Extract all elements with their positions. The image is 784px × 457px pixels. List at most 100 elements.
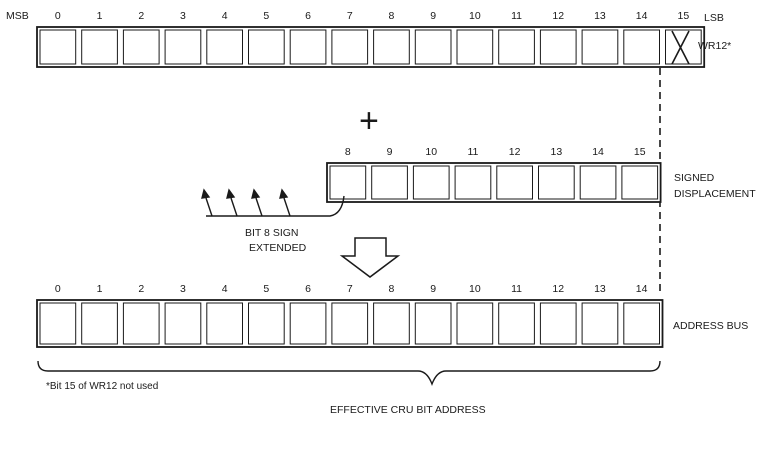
address-bus-cell xyxy=(331,302,369,345)
address-bus-cell xyxy=(414,302,452,345)
address-bus-bit-number: 11 xyxy=(511,283,522,295)
wr12-bit-number: 15 xyxy=(678,10,690,22)
address-bus-bit-number: 14 xyxy=(636,283,648,295)
msb-label: MSB xyxy=(6,10,29,22)
wr12-bit-number: 10 xyxy=(469,10,481,22)
wr12-cell xyxy=(498,29,535,65)
sign-extended-label-1: BIT 8 SIGN xyxy=(245,227,299,239)
wr12-bit-number: 11 xyxy=(511,10,522,22)
wr12-cell xyxy=(248,29,285,65)
wr12-bit-number: 9 xyxy=(430,10,436,22)
wr12-register xyxy=(36,26,706,68)
displacement-outline xyxy=(326,162,662,203)
address-bus-bit-number: 5 xyxy=(263,283,269,295)
signed-displacement-label-2: DISPLACEMENT xyxy=(674,188,756,200)
address-bus-bit-number: 0 xyxy=(55,283,61,295)
wr12-cell xyxy=(539,29,577,65)
address-bus-cell xyxy=(539,302,577,345)
displacement-bit-numbers: 8 9 10 11 12 13 14 15 xyxy=(345,146,646,158)
address-bus-bit-number: 10 xyxy=(469,283,481,295)
displacement-cell xyxy=(371,165,408,200)
signed-displacement-label-1: SIGNED xyxy=(674,172,715,184)
address-bus-cell xyxy=(81,302,118,345)
wr12-cell xyxy=(289,29,327,65)
address-bus-bit-number: 4 xyxy=(222,283,228,295)
footnote: *Bit 15 of WR12 not used xyxy=(46,381,158,392)
wr12-outline xyxy=(36,26,706,68)
displacement-bit-number: 15 xyxy=(634,146,646,158)
address-bus-cell xyxy=(623,302,660,345)
address-bus-cell xyxy=(206,302,244,345)
address-bus-outline xyxy=(36,299,664,348)
wr12-bit-number: 2 xyxy=(138,10,144,22)
wr12-bit-number: 3 xyxy=(180,10,186,22)
effective-address-bracket xyxy=(37,360,661,386)
displacement-cell xyxy=(621,165,659,200)
wr12-cell xyxy=(581,29,619,65)
displacement-bit-number: 10 xyxy=(425,146,437,158)
down-arrow-icon xyxy=(339,237,401,278)
signed-displacement-register xyxy=(326,162,662,203)
displacement-bit-number: 12 xyxy=(509,146,521,158)
address-bus-cell xyxy=(456,302,494,345)
displacement-cell xyxy=(454,165,492,200)
address-bus-bit-number: 6 xyxy=(305,283,311,295)
effective-cru-bit-address-label: EFFECTIVE CRU BIT ADDRESS xyxy=(330,404,486,416)
wr12-cell xyxy=(665,29,702,65)
address-bus-bit-number: 1 xyxy=(97,283,103,295)
address-bus-cell xyxy=(248,302,285,345)
wr12-cell xyxy=(39,29,77,65)
wr12-cell xyxy=(206,29,244,65)
unused-bit-x-mark xyxy=(671,30,690,65)
address-bus-bit-number: 7 xyxy=(347,283,353,295)
address-bus-bit-number: 9 xyxy=(430,283,436,295)
displacement-bit-number: 14 xyxy=(592,146,604,158)
wr12-bit-number: 5 xyxy=(263,10,269,22)
wr12-cell xyxy=(81,29,118,65)
address-bus-cell xyxy=(373,302,410,345)
wr12-bit-number: 7 xyxy=(347,10,353,22)
displacement-cell xyxy=(496,165,533,200)
wr12-label: WR12* xyxy=(698,40,731,52)
displacement-bit-number: 13 xyxy=(551,146,563,158)
wr12-bit-number: 13 xyxy=(594,10,606,22)
address-bus-register xyxy=(36,299,664,348)
address-bus-bit-number: 2 xyxy=(138,283,144,295)
displacement-bit-number: 9 xyxy=(387,146,393,158)
wr12-cell xyxy=(623,29,660,65)
displacement-cell xyxy=(538,165,575,200)
wr12-bit-number: 4 xyxy=(222,10,228,22)
address-bus-cell xyxy=(39,302,77,345)
wr12-bit-number: 14 xyxy=(636,10,648,22)
wr12-bit-number: 8 xyxy=(389,10,395,22)
address-bus-cell xyxy=(122,302,160,345)
wr12-bit-number: 12 xyxy=(552,10,564,22)
address-bus-bit-number: 3 xyxy=(180,283,186,295)
lsb-label: LSB xyxy=(704,12,724,24)
displacement-bit-number: 11 xyxy=(467,146,478,158)
wr12-cell xyxy=(331,29,369,65)
address-bus-bit-number: 8 xyxy=(389,283,395,295)
displacement-cell xyxy=(412,165,450,200)
wr12-cell xyxy=(164,29,202,65)
sign-extension-arrows xyxy=(201,188,345,217)
address-bus-bit-number: 13 xyxy=(594,283,606,295)
wr12-bit-number: 6 xyxy=(305,10,311,22)
address-bus-cell xyxy=(581,302,619,345)
wr12-cell xyxy=(414,29,452,65)
address-bus-bit-number: 12 xyxy=(552,283,564,295)
wr12-cell xyxy=(456,29,494,65)
wr12-bit-number: 0 xyxy=(55,10,61,22)
displacement-cell xyxy=(329,165,367,200)
address-bus-label: ADDRESS BUS xyxy=(673,320,748,332)
wr12-cell xyxy=(373,29,410,65)
address-bus-cell xyxy=(164,302,202,345)
displacement-bit-number: 8 xyxy=(345,146,351,158)
address-bus-cell xyxy=(289,302,327,345)
address-bus-cell xyxy=(498,302,535,345)
displacement-cell xyxy=(579,165,617,200)
wr12-bit-number: 1 xyxy=(97,10,103,22)
